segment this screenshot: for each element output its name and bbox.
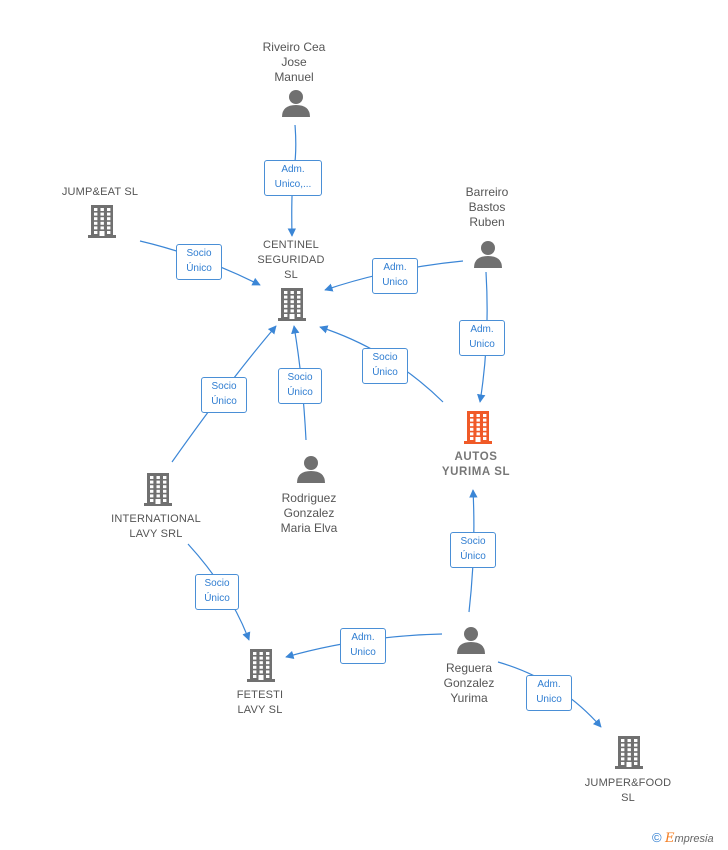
edge-label-rodriguez-to-centinel[interactable]: Socio Único	[278, 368, 322, 404]
person-icon[interactable]	[473, 240, 503, 273]
building-icon[interactable]	[277, 287, 307, 326]
brand-name: mpresia	[674, 833, 714, 845]
building-icon[interactable]	[87, 204, 117, 243]
edge-label-autos-to-centinel[interactable]: Socio Único	[362, 348, 408, 384]
copyright-icon: ©	[652, 830, 662, 845]
edge-label-barreiro-to-autos[interactable]: Adm. Unico	[459, 320, 505, 356]
person-icon[interactable]	[296, 455, 326, 488]
edge-label-jumpeat-to-centinel[interactable]: Socio Único	[176, 244, 222, 280]
node-label-jumperfood[interactable]: JUMPER&FOOD SL	[584, 777, 672, 804]
node-label-centinel[interactable]: CENTINEL SEGURIDAD SL	[257, 239, 325, 281]
building-icon[interactable]	[143, 472, 173, 511]
node-label-autos[interactable]: AUTOS YURIMA SL	[441, 451, 511, 478]
edge-label-reguera-to-autos[interactable]: Socio Único	[450, 532, 496, 568]
brand-initial: E	[664, 831, 675, 846]
node-label-barreiro[interactable]: Barreiro Bastos Ruben	[465, 185, 509, 229]
edge-label-reguera-to-fetesti[interactable]: Adm. Unico	[340, 628, 386, 664]
node-label-intl[interactable]: INTERNATIONAL LAVY SRL	[111, 513, 201, 540]
node-label-fetesti[interactable]: FETESTI LAVY SL	[236, 689, 284, 716]
empresia-logo[interactable]: © Empresia	[652, 830, 714, 846]
edge-label-reguera-to-jumperfood[interactable]: Adm. Unico	[526, 675, 572, 711]
building-icon[interactable]	[614, 735, 644, 774]
building-icon[interactable]	[463, 410, 493, 449]
node-label-jumpeat[interactable]: JUMP&EAT SL	[61, 186, 139, 198]
node-label-reguera[interactable]: Reguera Gonzalez Yurima	[443, 661, 495, 705]
edge-label-intl-to-fetesti[interactable]: Socio Único	[195, 574, 239, 610]
edge-label-intl-to-centinel[interactable]: Socio Único	[201, 377, 247, 413]
person-icon[interactable]	[456, 626, 486, 659]
building-icon[interactable]	[246, 648, 276, 687]
edge-label-barreiro-to-centinel[interactable]: Adm. Unico	[372, 258, 418, 294]
edge-label-riveiro-to-centinel[interactable]: Adm. Unico,...	[264, 160, 322, 196]
node-label-rodriguez[interactable]: Rodriguez Gonzalez Maria Elva	[280, 491, 338, 535]
node-label-riveiro[interactable]: Riveiro Cea Jose Manuel	[262, 40, 326, 84]
person-icon[interactable]	[281, 89, 311, 122]
